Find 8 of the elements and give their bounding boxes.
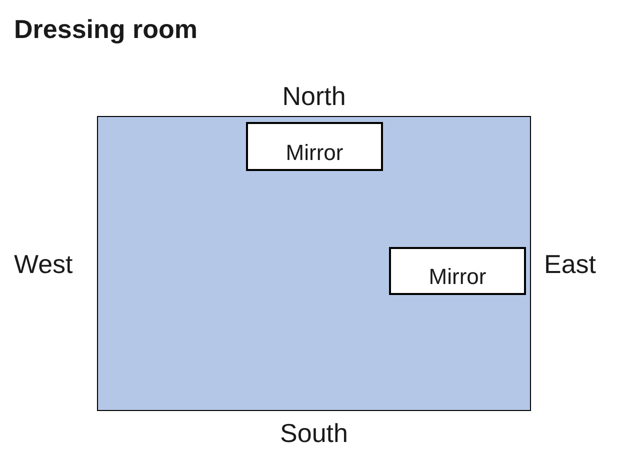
direction-label: West bbox=[14, 248, 73, 280]
direction-label: South bbox=[279, 417, 349, 450]
title: Dressing room bbox=[14, 13, 198, 46]
mirror-box: Mirror bbox=[389, 247, 526, 295]
direction-label: East bbox=[544, 248, 596, 280]
mirror-box: Mirror bbox=[246, 122, 383, 171]
direction-label: North bbox=[281, 80, 347, 112]
room-floor bbox=[97, 116, 531, 411]
